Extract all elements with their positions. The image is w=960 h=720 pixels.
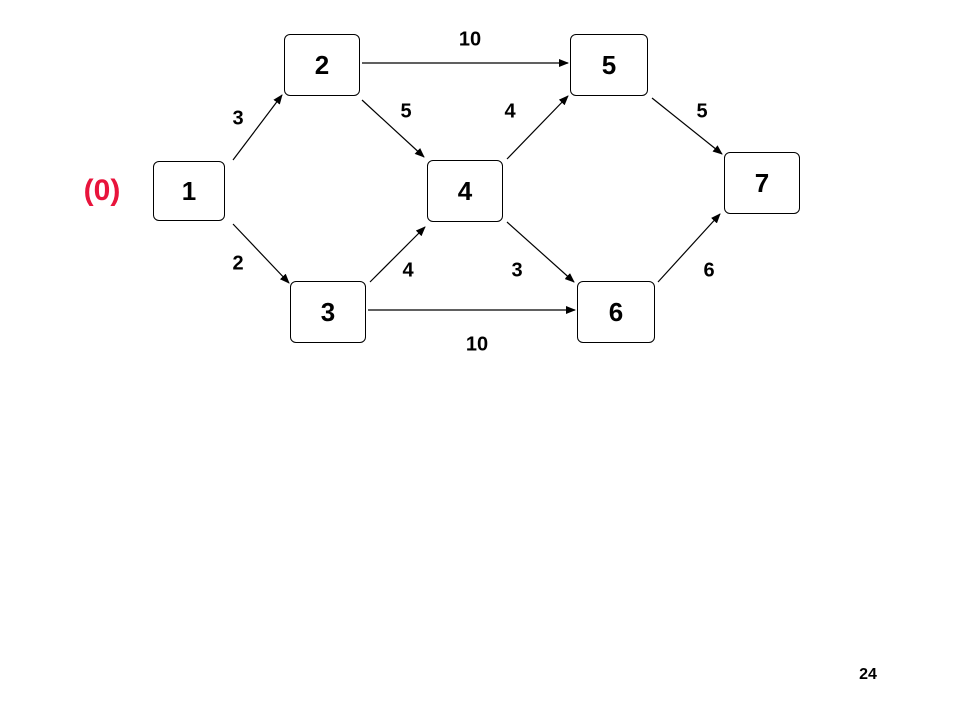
node-label: 5 [601, 49, 617, 80]
edge-weight-3-4: 4 [402, 259, 414, 282]
node-6: 6 [577, 281, 655, 343]
edge-weight-1-3: 2 [232, 252, 244, 275]
node-3: 3 [290, 281, 366, 343]
edge-weight-2-5: 10 [458, 28, 482, 51]
page-number: 24 [859, 666, 877, 683]
edge-weight-4-5: 4 [504, 100, 516, 123]
edge-arrow-6-7 [657, 213, 721, 283]
edge-arrow-2-4 [361, 99, 425, 158]
node-label: 4 [457, 175, 473, 206]
node-7: 7 [724, 152, 800, 214]
edge-arrow-4-5 [506, 95, 569, 160]
edge-arrow-3-4 [369, 226, 426, 283]
node-5: 5 [570, 34, 648, 96]
node-label: 7 [754, 167, 770, 198]
edge-weight-4-6: 3 [511, 259, 523, 282]
node-4: 4 [427, 160, 503, 222]
node-label: 3 [320, 296, 336, 327]
edge-arrow-1-3 [232, 223, 290, 284]
node-label: 2 [314, 49, 330, 80]
node-2: 2 [284, 34, 360, 96]
edge-arrow-1-2 [232, 94, 283, 161]
edge-weight-2-4: 5 [400, 100, 412, 123]
edge-weight-1-2: 3 [232, 107, 244, 130]
edge-arrow-4-6 [506, 221, 575, 283]
node-label: 1 [181, 175, 197, 206]
edge-weight-6-7: 6 [703, 259, 715, 282]
edge-arrow-5-7 [651, 97, 723, 155]
node-label: 6 [608, 296, 624, 327]
edge-weight-5-7: 5 [696, 100, 708, 123]
node-1: 1 [153, 161, 225, 221]
node-annotation-1: (0) [83, 174, 121, 207]
edge-weight-3-6: 10 [465, 333, 489, 356]
